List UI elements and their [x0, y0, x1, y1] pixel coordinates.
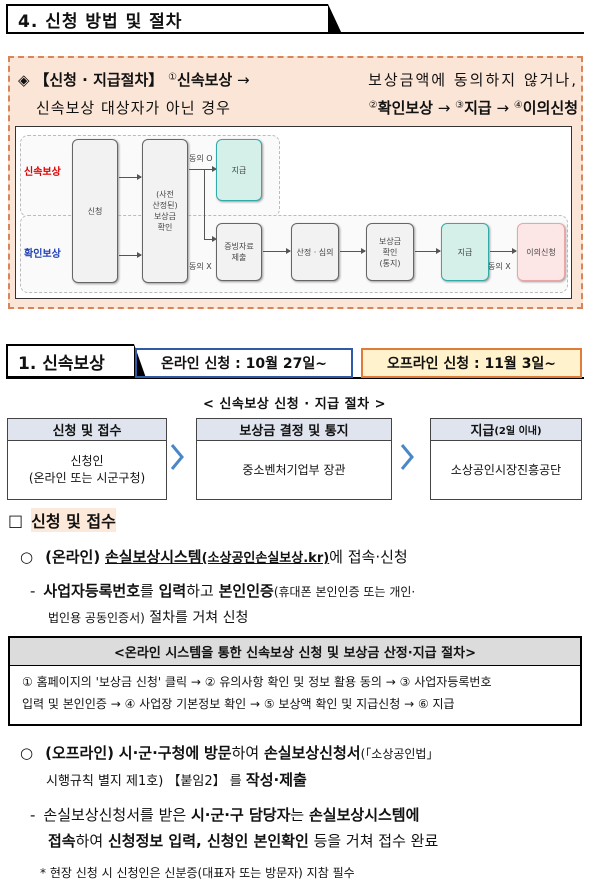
arrow-icon — [415, 248, 441, 254]
step-payment: 지급(2일 이내) 소상공인시장진흥공단 — [430, 418, 582, 500]
agree-o-label: 동의 O — [189, 154, 213, 163]
flow-pay: 지급 — [216, 139, 262, 201]
flow-objection: 이의신청 — [517, 223, 565, 281]
footnote: * 현장 신청 시 신청인은 신분증(대표자 또는 방문자) 지참 필수 — [40, 866, 355, 880]
arrow-icon — [189, 166, 217, 172]
flow-pay-2: 지급 — [441, 223, 489, 281]
branch-line — [204, 169, 205, 239]
offline-date-badge: 오프라인 신청 : 11월 3일~ — [361, 348, 582, 378]
step-apply: 신청 및 접수 신청인(온라인 또는 시군구청) — [7, 418, 167, 500]
flow-notice: 보상금 확인 (통지) — [366, 223, 414, 281]
lane-verify-label: 확인보상 — [24, 249, 61, 260]
offline-item: ○(오프라인) 시·군·구청에 방문하여 손실보상신청서(「소상공인법」 시행규… — [20, 744, 439, 789]
step-pay: 지급 — [464, 99, 492, 117]
arrow-icon — [490, 248, 517, 254]
steps-title: < 신속보상 신청 · 지급 절차 > — [203, 397, 386, 412]
online-date-badge: 온라인 신청 : 10월 27일~ — [135, 348, 353, 378]
online-procedure-box: <온라인 시스템을 통한 신속보상 신청 및 보상금 산정·지급 절차> ① 홈… — [8, 636, 582, 726]
process-description: ◈ 【신청 · 지급절차】 ①신속보상 → 보상금액에 동의하지 않거나, 신속… — [18, 71, 578, 117]
agree-x2-label: 동의 X — [488, 262, 511, 271]
checkbox-icon: □ — [8, 510, 24, 530]
section-divider — [6, 32, 584, 34]
flow-review: 산정 · 심의 — [291, 223, 339, 281]
step-decision: 보상금 결정 및 통지 중소벤처기업부 장관 — [196, 418, 392, 500]
step-objection: 이의신청 — [522, 99, 578, 117]
arrow-icon — [204, 236, 217, 242]
arrow-icon — [340, 248, 366, 254]
diamond-icon: ◈ — [18, 71, 30, 89]
arrow-icon — [119, 252, 142, 258]
chevron-right-icon — [170, 444, 184, 470]
apply-heading: □ 신청 및 접수 — [8, 508, 116, 532]
step-verify: 확인보상 — [377, 99, 433, 117]
process-label: 【신청 · 지급절차】 — [34, 71, 164, 89]
flow-confirm: (사전 산정된) 보상금 확인 — [142, 139, 188, 283]
flow-diagram: 신속보상 확인보상 신청 (사전 산정된) 보상금 확인 동의 O 동의 X 지… — [15, 126, 572, 299]
arrow-icon — [119, 174, 142, 180]
agree-x-label: 동의 X — [189, 262, 212, 271]
flow-apply: 신청 — [72, 139, 118, 283]
flow-docs: 증빙자료 제출 — [216, 223, 262, 281]
sub-title: 1. 신속보상 — [6, 344, 146, 378]
online-item: ○(온라인) 손실보상시스템(소상공인손실보상.kr)에 접속·신청 — [20, 548, 408, 566]
reception-item: -손실보상신청서를 받은 시·군·구 담당자는 손실보상시스템에 접속하여 신청… — [30, 806, 439, 850]
arrow-icon — [263, 248, 291, 254]
lane-quick-label: 신속보상 — [24, 167, 61, 178]
section-title: 4. 신청 방법 및 절차 — [6, 4, 342, 34]
biz-no-item: -사업자등록번호를 입력하고 본인인증(휴대폰 본인인증 또는 개인· 법인용 … — [30, 582, 416, 626]
step-quick: 신속보상 — [177, 71, 233, 89]
chevron-right-icon — [400, 444, 414, 470]
sub-divider — [6, 377, 584, 379]
